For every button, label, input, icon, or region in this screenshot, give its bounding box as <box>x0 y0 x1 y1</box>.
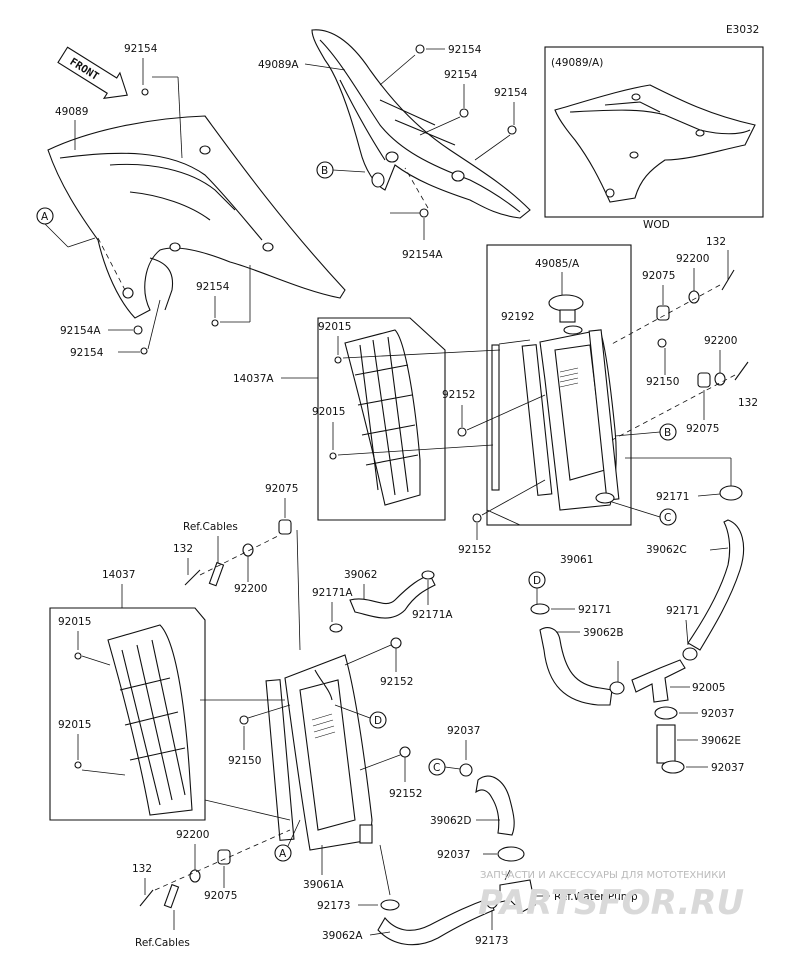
rubber-grommet <box>278 519 292 535</box>
part-92154-label: 92154 <box>196 281 230 293</box>
rubber-grommet <box>697 372 711 388</box>
inset-shroud-wod: (49089/A) WOD <box>544 46 764 231</box>
part-92150-label: 92150 <box>646 376 679 388</box>
part-92200-label: 92200 <box>234 583 267 595</box>
radiator-shroud-left <box>47 115 346 319</box>
svg-text:C: C <box>433 762 440 774</box>
ref-water-pump-label: Ref.Water Pump <box>554 891 638 903</box>
part-49085A-label: 49085/A <box>535 258 580 270</box>
part-39062E-label: 39062E <box>701 735 741 747</box>
radiator-shroud-right <box>311 29 531 219</box>
part-92075-label: 92075 <box>204 890 237 902</box>
part-92171-label: 92171 <box>656 491 689 503</box>
part-14037-label: 14037 <box>102 569 135 581</box>
radiator-guard-left <box>107 624 193 816</box>
part-92037-label: 92037 <box>447 725 480 737</box>
part-92150-label: 92150 <box>228 755 261 767</box>
cable-clamp <box>163 883 180 909</box>
part-92154-label: 92154 <box>494 87 528 99</box>
part-92015-label: 92015 <box>58 719 91 731</box>
part-92152-label: 92152 <box>389 788 422 800</box>
coolant-hose-39062a <box>377 897 495 946</box>
part-92200-label: 92200 <box>704 335 737 347</box>
part-92075-label: 92075 <box>686 423 719 435</box>
part-39062-label: 39062 <box>344 569 377 581</box>
rubber-grommet <box>656 305 670 321</box>
part-92037-label: 92037 <box>711 762 744 774</box>
radiator-cap-icon <box>548 294 584 335</box>
watermark-logo: PARTSFOR.RU <box>478 883 744 923</box>
coolant-hose-39062b <box>539 627 613 706</box>
y-joint-92005 <box>631 659 686 703</box>
part-92200-label: 92200 <box>176 829 209 841</box>
part-92015-label: 92015 <box>318 321 351 333</box>
rubber-grommet <box>217 849 231 865</box>
part-92015-label: 92015 <box>312 406 345 418</box>
svg-text:C: C <box>664 512 671 524</box>
ref-cables-label: Ref.Cables <box>135 937 190 949</box>
inset-caption: WOD <box>643 219 670 231</box>
diagram-code: E3032 <box>726 24 759 36</box>
inset-title: (49089/A) <box>551 57 603 69</box>
part-92192-label: 92192 <box>501 311 534 323</box>
radiator-right <box>521 329 620 511</box>
part-92154-label: 92154 <box>70 347 104 359</box>
part-14037A-label: 14037A <box>233 373 274 385</box>
water-pump-fitting <box>499 869 536 913</box>
svg-text:D: D <box>533 575 541 587</box>
part-92075-label: 92075 <box>265 483 298 495</box>
coolant-hose-39062e <box>656 724 676 764</box>
part-92200-label: 92200 <box>676 253 709 265</box>
part-92154-label: 92154 <box>448 44 482 56</box>
part-92152-label: 92152 <box>380 676 413 688</box>
part-92171A-label: 92171A <box>412 609 453 621</box>
coolant-hose-39062d <box>475 775 515 836</box>
part-39061A-label: 39061A <box>303 879 344 891</box>
part-39062C-label: 39062C <box>646 544 687 556</box>
part-132-label: 132 <box>706 236 726 248</box>
part-92154-label: 92154 <box>444 69 478 81</box>
part-132-label: 132 <box>173 543 193 555</box>
part-92152-label: 92152 <box>458 544 491 556</box>
svg-text:A: A <box>41 211 49 223</box>
part-39062A-label: 39062A <box>322 930 363 942</box>
radiator-guard-right <box>344 329 421 506</box>
part-92152-label: 92152 <box>442 389 475 401</box>
part-92154A-label: 92154A <box>402 249 443 261</box>
svg-text:A: A <box>279 848 287 860</box>
part-92005-label: 92005 <box>692 682 725 694</box>
part-132-label: 132 <box>738 397 758 409</box>
part-92154-label: 92154 <box>124 43 158 55</box>
svg-text:B: B <box>664 427 671 439</box>
part-92171-label: 92171 <box>666 605 699 617</box>
part-39062D-label: 39062D <box>430 815 472 827</box>
part-39061-label: 39061 <box>560 554 593 566</box>
coolant-hose <box>349 574 436 619</box>
part-49089A-label: 49089A <box>258 59 299 71</box>
part-39062B-label: 39062B <box>583 627 624 639</box>
part-92015-label: 92015 <box>58 616 91 628</box>
cable-clamp <box>208 561 225 587</box>
part-92154A-label: 92154A <box>60 325 101 337</box>
svg-text:D: D <box>374 715 382 727</box>
part-92173-label: 92173 <box>317 900 350 912</box>
part-132-label: 132 <box>132 863 152 875</box>
part-92173-label: 92173 <box>475 935 508 947</box>
part-92171A-label: 92171A <box>312 587 353 599</box>
part-92037-label: 92037 <box>701 708 734 720</box>
part-92037-label: 92037 <box>437 849 470 861</box>
watermark-text: ЗАПЧАСТИ И АКСЕССУАРЫ ДЛЯ МОТОТЕХНИКИ <box>480 870 726 881</box>
callout-d <box>369 711 387 729</box>
part-92171-label: 92171 <box>578 604 611 616</box>
part-49089-label: 49089 <box>55 106 88 118</box>
part-92075-label: 92075 <box>642 270 675 282</box>
radiator-left <box>265 654 373 851</box>
svg-text:B: B <box>321 165 328 177</box>
callout-a <box>274 844 292 862</box>
ref-cables-label: Ref.Cables <box>183 521 238 533</box>
coolant-hose-39062c <box>687 519 745 651</box>
